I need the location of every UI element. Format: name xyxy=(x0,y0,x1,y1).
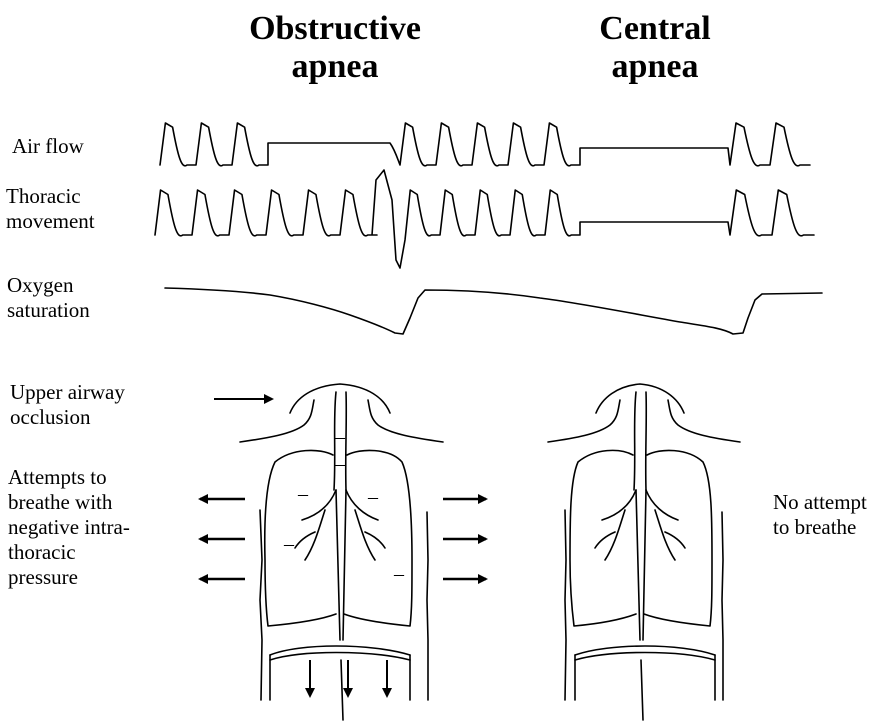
pressure-sign-2: – xyxy=(334,453,346,475)
obstructive-neck-right xyxy=(368,400,443,442)
obstructive-right-lung xyxy=(344,450,412,626)
central-spine-line xyxy=(641,660,643,720)
central-diaphragm xyxy=(575,646,715,655)
obstructive-head-outline xyxy=(290,384,390,413)
obstructive-bronchus-center xyxy=(336,490,346,640)
central-trachea-right xyxy=(646,392,647,490)
central-bronchus-center xyxy=(636,490,646,640)
obstructive-chest-wall-left xyxy=(260,510,262,700)
obstructive-trachea-right xyxy=(346,392,347,490)
obstructive-diaphragm xyxy=(270,646,410,655)
pressure-sign-6: – xyxy=(393,563,405,585)
central-right-bronchus xyxy=(646,490,685,560)
obstructive-neck-left xyxy=(240,400,314,442)
pressure-sign-5: – xyxy=(283,533,295,555)
central-neck-left xyxy=(548,400,620,442)
central-left-bronchus xyxy=(595,490,636,560)
obstructive-diaphragm-shadow xyxy=(270,653,410,661)
central-neck-right xyxy=(668,400,740,442)
pressure-sign-1: – xyxy=(334,426,346,448)
obstructive-chest-wall-right xyxy=(427,512,428,700)
oxygen-saturation-waveform xyxy=(165,288,822,334)
obstructive-right-bronchus xyxy=(346,490,385,560)
central-right-lung xyxy=(644,450,712,626)
air-flow-waveform xyxy=(160,123,810,166)
pressure-sign-3: – xyxy=(297,483,309,505)
central-diaphragm-shadow xyxy=(575,653,715,661)
thoracic-movement-waveform xyxy=(155,170,814,268)
obstructive-spine-line xyxy=(341,660,343,720)
obstructive-left-lung xyxy=(265,450,336,626)
central-body-diagram xyxy=(548,384,740,720)
central-chest-wall-left xyxy=(565,510,566,700)
central-trachea-left xyxy=(634,392,636,490)
central-head-outline xyxy=(596,384,684,413)
central-chest-wall-right xyxy=(722,512,723,700)
pressure-sign-4: – xyxy=(367,486,379,508)
